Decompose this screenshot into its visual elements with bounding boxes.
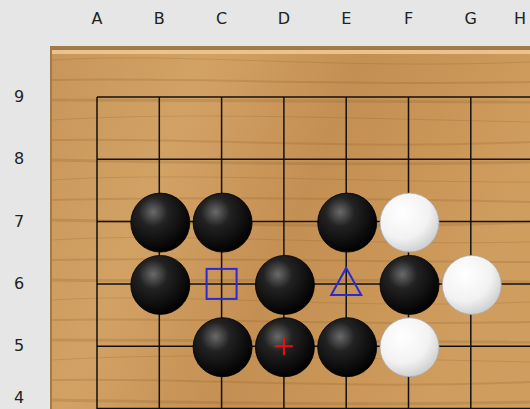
grain-line: [52, 160, 530, 164]
grid-line: [97, 408, 530, 409]
grain-line: [52, 140, 530, 145]
markers: [207, 268, 362, 355]
grain-line: [52, 100, 530, 102]
grid-lines: [97, 97, 530, 409]
grain-line: [52, 237, 530, 242]
coordinate-label: B: [154, 11, 165, 27]
triangle-marker: [331, 268, 361, 295]
white-stone: [380, 318, 439, 377]
black-stone: [318, 193, 377, 252]
coordinate-label: D: [278, 11, 290, 27]
board-wood: [52, 50, 530, 409]
grain-line: [52, 198, 530, 202]
grain-line: [52, 79, 530, 83]
black-stone: [131, 193, 190, 252]
black-stone: [131, 255, 190, 314]
white-stone: [380, 193, 439, 252]
wood-grain: [52, 58, 530, 404]
grid-line: [470, 97, 472, 409]
black-stone: [318, 318, 377, 377]
coordinate-label: E: [341, 11, 351, 27]
coordinate-label: 6: [14, 276, 24, 292]
board-edge: [52, 50, 530, 54]
last-move-marker: [275, 337, 293, 355]
coordinate-label: 4: [14, 390, 24, 406]
coordinate-label: A: [92, 11, 103, 27]
black-stone: [193, 193, 252, 252]
grain-line: [52, 380, 530, 385]
coordinate-label: 9: [14, 89, 24, 105]
grain-line: [52, 58, 530, 64]
black-stone: [255, 255, 314, 314]
grid-line: [96, 97, 98, 409]
grid-line: [97, 96, 530, 98]
grid-line: [159, 97, 161, 409]
board-shadow: [50, 46, 530, 409]
grain-line: [52, 116, 530, 122]
coordinate-label: 7: [14, 214, 24, 230]
black-stone: [193, 318, 252, 377]
white-stone: [442, 255, 501, 314]
coordinate-label: H: [514, 11, 526, 27]
square-marker: [207, 269, 237, 299]
coordinate-label: 8: [14, 151, 24, 167]
coordinate-label: G: [465, 11, 477, 27]
grain-line: [52, 400, 530, 404]
coordinate-label: C: [216, 11, 227, 27]
coordinate-label: F: [404, 11, 413, 27]
stones: [131, 193, 502, 377]
grain-line: [52, 177, 530, 182]
black-stone: [380, 255, 439, 314]
grid-line: [97, 159, 530, 161]
black-stone: [255, 318, 314, 377]
grain-line: [52, 220, 530, 225]
coordinate-label: 5: [14, 338, 24, 354]
